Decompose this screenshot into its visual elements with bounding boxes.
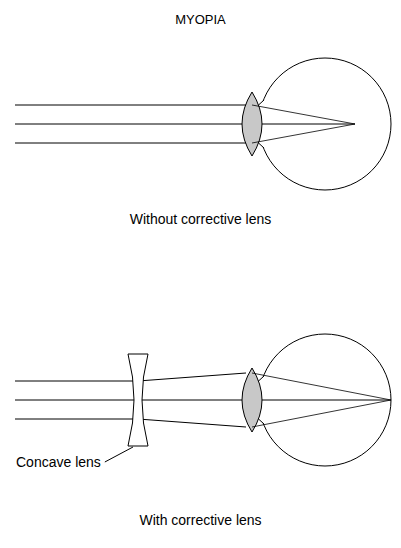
sub-caption: With corrective lens <box>0 512 401 529</box>
light-ray <box>252 400 391 427</box>
part-label: Concave lens <box>16 454 101 471</box>
light-ray <box>15 381 138 382</box>
light-ray <box>252 373 391 400</box>
light-ray <box>15 124 355 125</box>
light-ray <box>15 400 391 401</box>
light-ray <box>15 105 246 106</box>
light-ray <box>138 373 246 381</box>
light-ray <box>15 419 138 420</box>
eye-lens <box>242 92 262 156</box>
leader-line <box>105 447 133 462</box>
light-ray <box>15 143 246 144</box>
concave-lens <box>128 354 148 446</box>
sub-caption: Without corrective lens <box>0 211 401 228</box>
diagram-title: MYOPIA <box>0 12 401 28</box>
light-ray <box>252 105 355 124</box>
light-ray <box>138 419 246 427</box>
eye-lens <box>242 368 262 432</box>
light-ray <box>252 124 355 143</box>
